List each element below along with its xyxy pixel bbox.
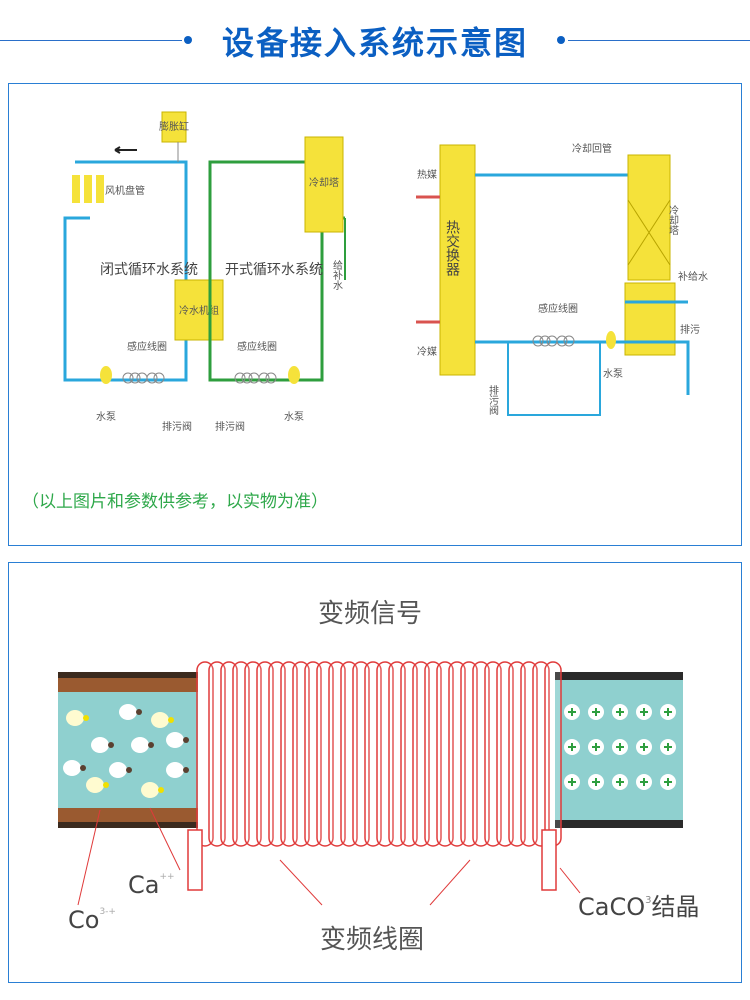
ion-particles <box>63 704 189 798</box>
title-divider-right <box>568 40 750 41</box>
closed-loop-label: 闭式循环水系统 <box>100 262 198 278</box>
return-pipe-label: 冷却回管 <box>572 142 612 155</box>
heat-exchanger-diagram: 热交换器 热媒 冷媒 冷却回管 冷却塔 补给水 排污 感应线圈 水泵 排污阀 <box>416 142 708 416</box>
pump-icon <box>606 331 616 349</box>
cooling-tower-label: 冷却塔 <box>309 176 339 189</box>
makeup-water-label: 给补水 <box>331 259 343 290</box>
fan-coil-label: 风机盘管 <box>105 184 145 197</box>
drain-valve-label-2: 排污阀 <box>487 384 499 416</box>
coil-label-right: 感应线圈 <box>237 340 277 353</box>
frequency-signal-label: 变频信号 <box>318 599 422 629</box>
coil-descaling-diagram: 变频信号 Co3-+ Ca++ 变频线圈 CaCO3结晶 <box>58 599 700 955</box>
ion <box>131 737 149 753</box>
chiller-label: 冷水机组 <box>179 304 219 317</box>
arrow-icon <box>114 146 137 154</box>
calcium-ion-label: Ca++ <box>128 871 175 899</box>
ion <box>119 704 137 720</box>
ion <box>166 732 184 748</box>
open-loop-label: 开式循环水系统 <box>225 262 323 278</box>
drain-label-left: 排污阀 <box>162 420 192 433</box>
ion <box>86 777 104 793</box>
cooling-tower <box>304 136 344 233</box>
fan-coil-unit <box>96 175 104 203</box>
cooling-tower-label-2: 冷却塔 <box>667 204 679 236</box>
frequency-coil-label: 变频线圈 <box>320 925 424 955</box>
heat-exchanger-label: 热交换器 <box>444 220 460 276</box>
ion <box>166 762 184 778</box>
title-dot-right <box>557 36 565 44</box>
system-diagram-panel <box>8 83 742 546</box>
crystal-particles <box>564 704 676 790</box>
ion <box>109 762 127 778</box>
page-title: 设备接入系统示意图 <box>221 24 528 62</box>
frequency-coil <box>196 661 562 847</box>
ion <box>151 712 169 728</box>
carbonate-ion-label: Co3-+ <box>68 906 116 934</box>
title-dot-left <box>184 36 192 44</box>
coil-diagram-panel <box>8 562 742 983</box>
disclaimer-note: （以上图片和参数供参考，以实物为准） <box>22 492 328 512</box>
title-divider-left <box>0 40 182 41</box>
fan-coil-unit <box>84 175 92 203</box>
ion <box>141 782 159 798</box>
crystal-label: CaCO3结晶 <box>578 893 700 921</box>
closed-loop-diagram: 膨胀缸 风机盘管 闭式循环水系统 感应线圈 水泵 排污阀 <box>63 111 198 433</box>
makeup-label: 补给水 <box>678 270 708 283</box>
drain-label-right: 排污阀 <box>215 420 245 433</box>
open-loop-diagram: 冷却塔 给补水 开式循环水系统 感应线圈 水泵 排污阀 <box>208 136 346 433</box>
expansion-tank-label: 膨胀缸 <box>159 120 189 133</box>
drain-label: 排污 <box>680 323 700 336</box>
ion <box>63 760 81 776</box>
coil-label-2: 感应线圈 <box>538 302 578 315</box>
coil-label-left: 感应线圈 <box>127 340 167 353</box>
chiller-unit <box>174 279 224 341</box>
cooling-tower <box>627 154 671 281</box>
pump-label-left: 水泵 <box>96 411 116 423</box>
heat-exchanger <box>439 144 476 376</box>
hot-medium-label: 热媒 <box>417 168 437 181</box>
fan-coil-unit <box>72 175 80 203</box>
ion <box>66 710 84 726</box>
pump-label-2: 水泵 <box>603 368 623 380</box>
expansion-tank <box>161 111 187 143</box>
pump-icon <box>288 366 300 384</box>
ion <box>91 737 109 753</box>
cold-medium-label: 冷媒 <box>417 345 437 358</box>
pump-icon <box>100 366 112 384</box>
pump-label-right: 水泵 <box>284 411 304 423</box>
coil-loop <box>544 661 562 847</box>
